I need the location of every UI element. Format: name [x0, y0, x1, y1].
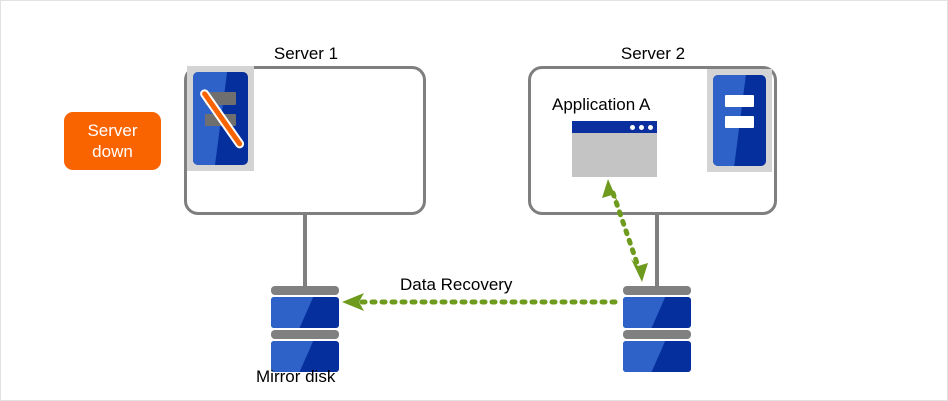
- server-rack-body: [713, 75, 766, 166]
- server-down-badge: Server down: [64, 112, 161, 170]
- application-a-label: Application A: [552, 95, 651, 114]
- disk-divider: [623, 330, 691, 339]
- server2-title: Server 2: [620, 44, 686, 63]
- disk-top-cap: [271, 286, 339, 295]
- server-rack-icon: [707, 69, 772, 172]
- disk-segment-1: [623, 297, 691, 328]
- rack-bar-upper: [724, 95, 755, 107]
- server-down-badge-line1: Server: [87, 121, 138, 140]
- server-rack-body: [193, 72, 248, 165]
- window-dot-2: [639, 124, 644, 130]
- application-window-titlebar: [572, 121, 657, 133]
- server-rack-icon-disabled: [187, 66, 254, 171]
- disk-segment-2: [623, 341, 691, 372]
- data-recovery-label: Data Recovery: [400, 275, 513, 294]
- disk-segment-1: [271, 297, 339, 328]
- mirror-disk-label: Mirror disk: [256, 367, 336, 386]
- disk-top-cap: [623, 286, 691, 295]
- server1-title: Server 1: [273, 44, 339, 63]
- server-down-badge-line2: down: [92, 142, 133, 161]
- mirror-disk-icon: [271, 286, 339, 372]
- server2-disk-connector: [655, 213, 659, 290]
- server2-disk-icon: [623, 286, 691, 372]
- disk-segment-2: [271, 341, 339, 372]
- application-window-icon: [572, 121, 657, 177]
- server1-disk-connector: [303, 213, 307, 290]
- disk-divider: [271, 330, 339, 339]
- window-dot-1: [630, 124, 635, 130]
- application-window-body: [572, 133, 657, 177]
- data-recovery-arrow: [342, 293, 618, 311]
- rack-bar-lower: [724, 115, 755, 128]
- window-dot-3: [648, 124, 653, 130]
